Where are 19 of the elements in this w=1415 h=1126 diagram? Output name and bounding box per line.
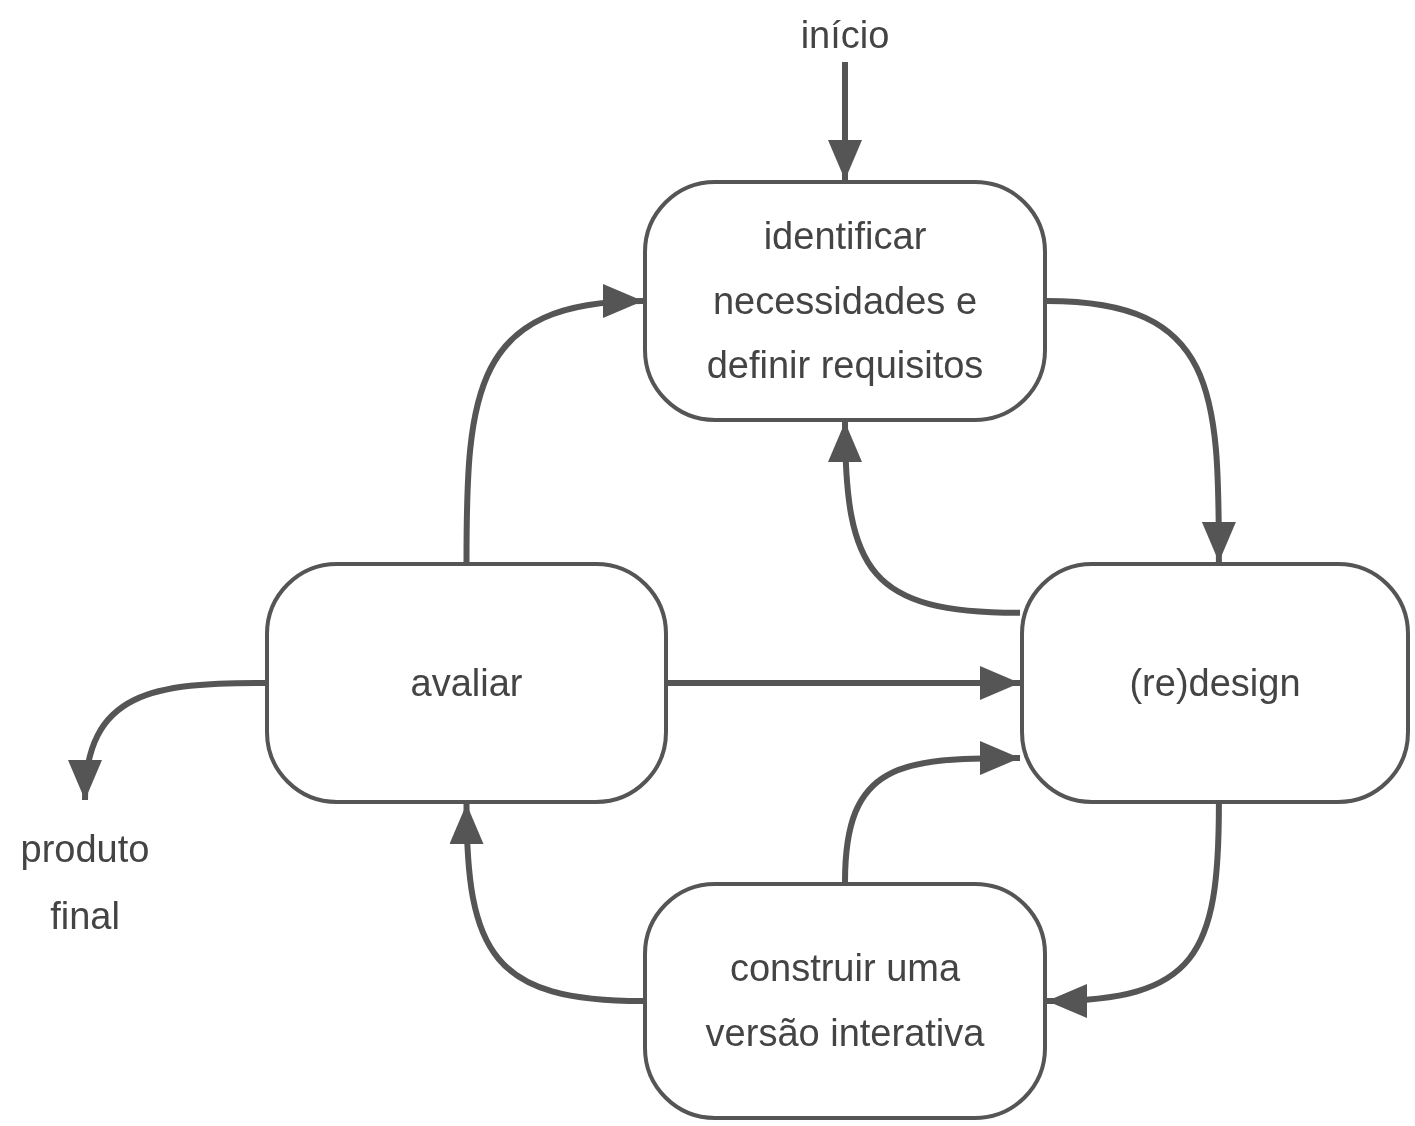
arrow [1046, 298, 1236, 562]
arrow [450, 803, 644, 1004]
arrow [828, 421, 1021, 616]
node-label: identificar necessidades e definir requisitos [705, 214, 985, 389]
end-label: produto final [10, 800, 160, 965]
process-box [643, 882, 1047, 1120]
arrow [828, 62, 862, 180]
arrow [842, 741, 1021, 883]
arrow [463, 285, 644, 562]
start-label: início [785, 8, 905, 62]
process-box [643, 180, 1047, 422]
process-box [265, 562, 668, 804]
arrow [70, 680, 266, 801]
node-label: construir uma versão interativa [704, 946, 986, 1056]
arrow [668, 666, 1020, 700]
node-label: avaliar [410, 660, 523, 706]
process-box [1020, 562, 1410, 804]
arrow [1046, 803, 1222, 1017]
node-label: (re)design [1129, 660, 1301, 706]
